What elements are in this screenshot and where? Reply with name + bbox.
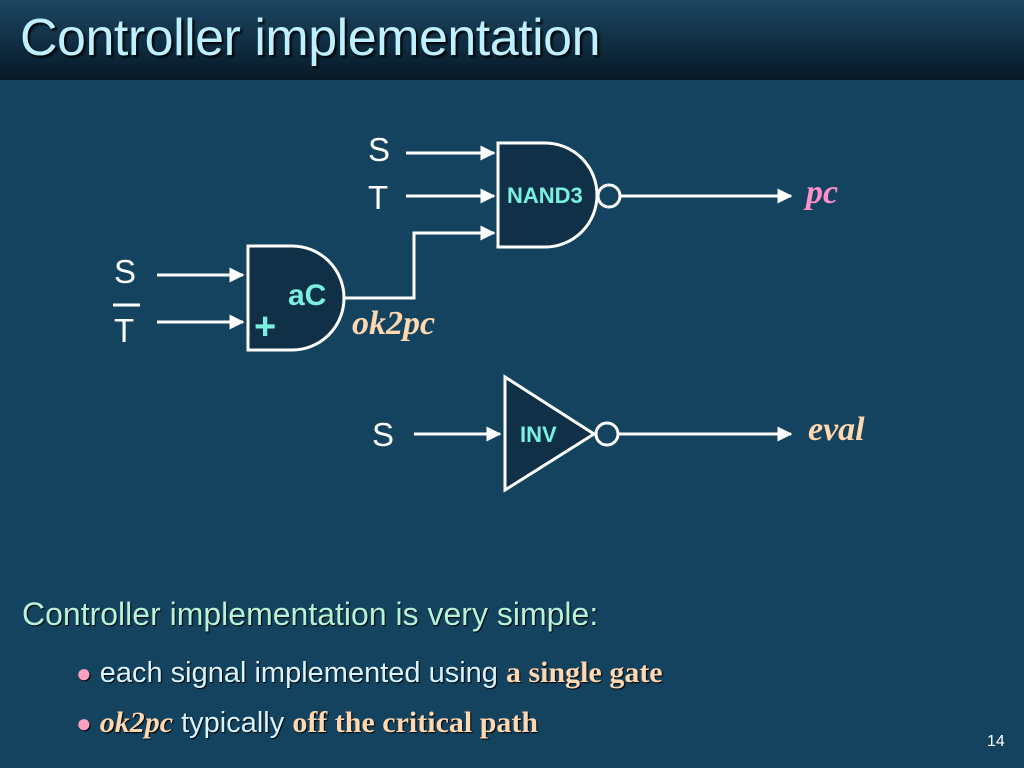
plus-symbol: +: [254, 306, 276, 348]
inv-gate: [503, 374, 597, 493]
bullet-1-emph: a single gate: [505, 656, 663, 689]
nand3-label: NAND3: [507, 183, 583, 208]
eval-label: eval: [808, 411, 865, 448]
bullet-item-1: ● each signal implemented using a single…: [76, 656, 663, 690]
lead-text: Controller implementation is very simple…: [22, 596, 599, 632]
ac-input-t: T: [114, 312, 134, 349]
ac-gate: [246, 244, 346, 352]
bullet-dot-icon: ●: [76, 658, 92, 688]
nand-input-t: T: [368, 179, 388, 216]
bullet-2-emph: off the critical path: [292, 706, 539, 739]
nand-input-s: S: [368, 131, 390, 168]
ac-input-s: S: [114, 253, 136, 290]
slide-title: Controller implementation: [20, 9, 601, 67]
bullet-2-signal: ok2pc: [99, 706, 174, 739]
wire-ok2pc: [345, 225, 496, 300]
ok2pc-label: ok2pc: [352, 305, 435, 342]
inv-label: INV: [520, 422, 557, 447]
bullet-item-2: ● ok2pc typically off the critical path: [76, 706, 538, 740]
bullet-2-text: typically: [173, 707, 293, 739]
title-bar: [0, 0, 1024, 80]
nand-bubble: [596, 183, 622, 209]
bullet-dot-icon: ●: [76, 708, 92, 738]
page-number: 14: [987, 733, 1005, 750]
pc-label: pc: [803, 174, 838, 211]
ac-label: aC: [288, 279, 326, 312]
inv-input-s: S: [372, 416, 394, 453]
bullet-1-text: each signal implemented using: [99, 657, 506, 689]
inv-bubble: [594, 421, 620, 447]
